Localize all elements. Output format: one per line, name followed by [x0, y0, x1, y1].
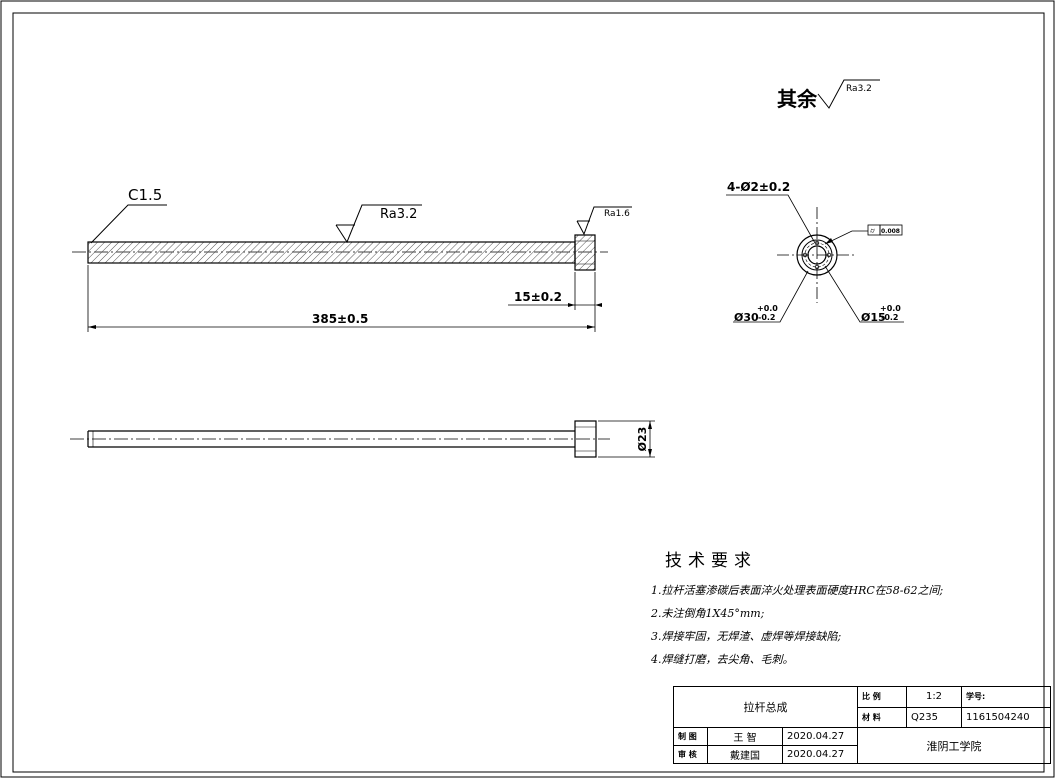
- tech-requirement-2: 2.未注倒角1X45°mm;: [651, 607, 765, 620]
- drawn-date: 2020.04.27: [782, 727, 858, 746]
- title-block: 拉杆总成 比 例 1:2 学号: 材 料 Q235 1161504240 制 图…: [673, 686, 1051, 764]
- roughness-main: Ra3.2: [380, 207, 417, 222]
- checked-label: 审 核: [673, 745, 708, 764]
- outer-diameter: Ø30: [734, 311, 759, 324]
- material-value: Q235: [906, 706, 962, 728]
- outer-tol-lower: -0.2: [758, 313, 776, 322]
- drawn-by: 王 智: [707, 727, 783, 746]
- rod-body: [87, 241, 576, 264]
- student-id-value: 1161504240: [961, 706, 1051, 728]
- default-roughness: 其余 Ra3.2: [777, 79, 880, 111]
- tech-requirement-4: 4.焊缝打磨，去尖角、毛刺。: [651, 653, 794, 666]
- bottom-view: Ø23: [70, 420, 655, 458]
- inner-diameter: Ø15: [861, 311, 886, 324]
- tech-requirements: 技术要求 1.拉杆活塞渗碳后表面淬火处理表面硬度HRC在58-62之间; 2.未…: [651, 546, 943, 671]
- checked-date: 2020.04.27: [782, 745, 858, 764]
- default-roughness-label: 其余: [777, 87, 818, 111]
- tech-requirement-3: 3.焊接牢固，无焊渣、虚焊等焊接缺陷;: [651, 630, 842, 643]
- chamfer-label: C1.5: [128, 186, 162, 204]
- side-view: 4-Ø2±0.2 ⌭ 0.008 Ø30 +0.0 -0.2 Ø15 +0.0 …: [726, 180, 904, 324]
- part-name: 拉杆总成: [673, 686, 858, 728]
- scale-label: 比 例: [857, 686, 907, 708]
- tech-requirement-1: 1.拉杆活塞渗碳后表面淬火处理表面硬度HRC在58-62之间;: [651, 584, 944, 597]
- inner-frame: [12, 12, 1045, 773]
- geo-tolerance: 0.008: [881, 228, 900, 235]
- default-roughness-value: Ra3.2: [846, 84, 872, 94]
- rod-head: [574, 234, 596, 271]
- checked-by: 戴建国: [707, 745, 783, 764]
- holes-label: 4-Ø2±0.2: [727, 180, 790, 194]
- bottom-diameter: Ø23: [636, 427, 649, 452]
- front-view: C1.5 Ra3.2 Ra1.6 15±0.2 385±0.5: [72, 186, 632, 332]
- student-id-label: 学号:: [961, 686, 1051, 708]
- material-label: 材 料: [857, 706, 907, 728]
- outer-tol-upper: +0.0: [757, 304, 778, 313]
- roughness-end: Ra1.6: [604, 209, 630, 219]
- inner-tol-lower: -0.2: [881, 313, 899, 322]
- tech-requirements-title: 技术要求: [665, 551, 757, 571]
- school-name: 淮阴工学院: [857, 727, 1051, 764]
- dim-length: 385±0.5: [312, 312, 368, 326]
- scale-value: 1:2: [906, 686, 962, 708]
- dim-head: 15±0.2: [514, 290, 562, 304]
- inner-tol-upper: +0.0: [880, 304, 901, 313]
- svg-text:⌭: ⌭: [870, 227, 875, 235]
- drawn-label: 制 图: [673, 727, 708, 746]
